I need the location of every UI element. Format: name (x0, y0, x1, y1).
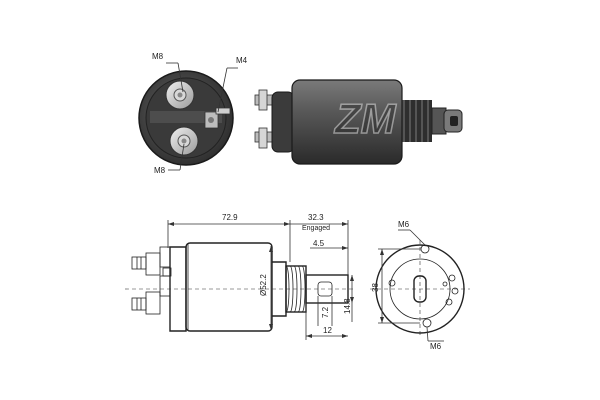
drawing-body (185, 242, 273, 332)
dim-tip-length: 12 (323, 326, 332, 335)
dim-diameter: Ø52.2 (259, 274, 268, 296)
m8-bottom-bolt (169, 126, 199, 156)
dim-tip-height: 14.8 (343, 298, 352, 314)
dim-plunger-offset: 4.5 (313, 239, 325, 248)
m6-top-hole (420, 244, 430, 254)
m4-terminal (204, 107, 231, 129)
dim-engaged-length: 32.3 (308, 213, 324, 222)
label-m8-top: M8 (152, 52, 164, 61)
drawing-side-view: 72.9 32.3 Engaged 4.5 Ø52.2 7.2 14.8 12 (125, 213, 356, 340)
label-m4: M4 (236, 56, 248, 65)
m8-top-bolt (165, 80, 195, 110)
dim-total-length: 72.9 (222, 213, 238, 222)
drawing-plunger (305, 274, 349, 304)
label-m6-top: M6 (398, 220, 410, 229)
label-m8-bottom: M8 (154, 166, 166, 175)
dim-engaged-label: Engaged (302, 225, 330, 232)
drawing-end-view: 38 M6 M6 (370, 220, 470, 351)
label-m6-bottom: M6 (430, 342, 442, 351)
plunger-spring (402, 100, 432, 142)
dim-slot-width: 7.2 (321, 306, 330, 318)
dim-bolt-circle: 38 (371, 283, 380, 292)
m6-bottom-hole (422, 318, 432, 328)
brand-watermark: ZM (334, 95, 397, 142)
photo-end-view: M8 M4 M8 (138, 52, 248, 175)
photo-side-view: ZM (254, 79, 463, 165)
